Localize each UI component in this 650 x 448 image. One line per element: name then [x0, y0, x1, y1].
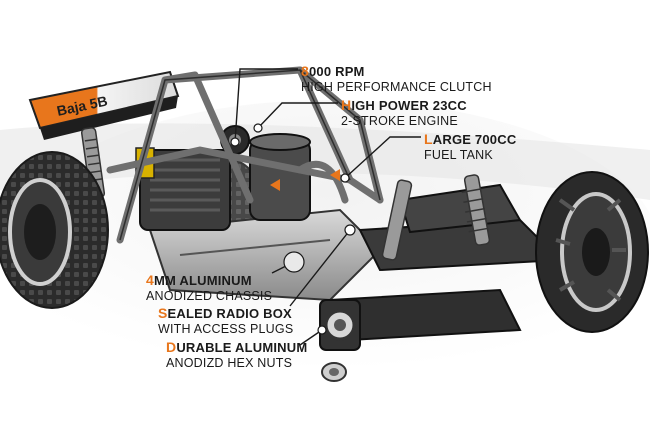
- callout-chassis-subtitle: ANODIZED CHASSIS: [146, 288, 273, 303]
- front-hub: [319, 299, 361, 351]
- callout-hex-nuts-title: URABLE ALUMINUM: [176, 340, 308, 355]
- callout-clutch-initial: 8: [301, 63, 309, 79]
- marker-tank: [340, 173, 350, 183]
- callout-fuel-tank: LARGE 700CC FUEL TANK: [424, 131, 517, 162]
- callout-fuel-tank-title: ARGE 700CC: [432, 132, 517, 147]
- marker-chassis: [283, 251, 305, 273]
- callout-chassis: 4MM ALUMINUM ANODIZED CHASSIS: [146, 272, 273, 303]
- callout-clutch-subtitle: HIGH PERFORMANCE CLUTCH: [301, 79, 492, 94]
- callout-fuel-tank-initial: L: [424, 131, 433, 147]
- leader-line-tank: [344, 136, 421, 179]
- callout-clutch: 8000 RPM HIGH PERFORMANCE CLUTCH: [301, 63, 492, 94]
- orange-accent: [330, 169, 340, 181]
- callout-engine: HIGH POWER 23CC 2-STROKE ENGINE: [341, 97, 467, 128]
- orange-accent: [270, 179, 280, 191]
- callout-hex-nuts: DURABLE ALUMINUM ANODIZD HEX NUTS: [166, 339, 308, 370]
- leader-line-engine: [257, 102, 338, 129]
- marker-clutch: [230, 137, 240, 147]
- floor-highlight: [0, 123, 650, 200]
- callout-engine-subtitle: 2-STROKE ENGINE: [341, 113, 458, 128]
- callout-chassis-title: MM ALUMINUM: [154, 273, 252, 288]
- marker-radiobox: [344, 224, 356, 236]
- callout-radio-box-initial: S: [158, 305, 168, 321]
- callout-hex-nuts-initial: D: [166, 339, 177, 355]
- leader-line-radiobox: [289, 229, 351, 307]
- callout-radio-box: SEALED RADIO BOX WITH ACCESS PLUGS: [158, 305, 294, 336]
- marker-hexnuts: [317, 325, 327, 335]
- rear-wing: Baja 5B: [28, 70, 180, 140]
- callout-hex-nuts-subtitle: ANODIZD HEX NUTS: [166, 355, 293, 370]
- front-shock: [381, 174, 491, 261]
- front-right-tire: [535, 171, 649, 333]
- leader-dots: [230, 123, 356, 335]
- callout-engine-title: IGH POWER 23CC: [351, 98, 467, 113]
- callout-engine-initial: H: [341, 97, 352, 113]
- marker-engine: [253, 123, 263, 133]
- rear-left-tire: [0, 151, 109, 309]
- hex-nut-loose: [321, 362, 347, 382]
- callout-chassis-initial: 4: [146, 272, 154, 288]
- callout-fuel-tank-subtitle: FUEL TANK: [424, 147, 493, 162]
- callout-clutch-title: 000 RPM: [309, 64, 365, 79]
- callout-radio-box-subtitle: WITH ACCESS PLUGS: [158, 321, 294, 336]
- roll-cage-outline: [119, 69, 381, 241]
- front-suspension: [328, 183, 563, 342]
- callout-radio-box-title: EALED RADIO BOX: [167, 306, 292, 321]
- leader-line-clutch: [234, 68, 298, 143]
